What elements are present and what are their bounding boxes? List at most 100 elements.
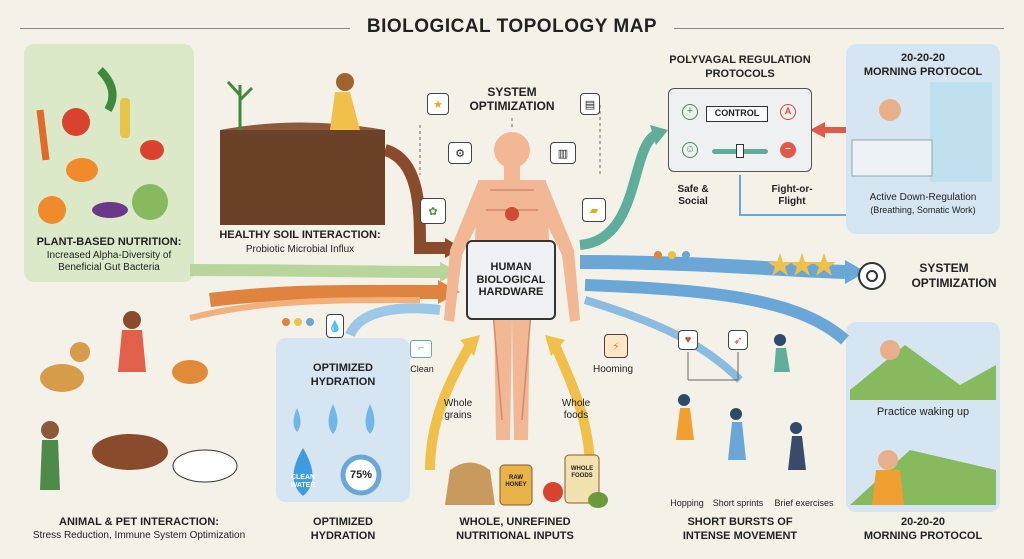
hooming-label: Hooming (592, 364, 634, 375)
grains-arrowhead (460, 335, 480, 356)
progress-dots (282, 251, 690, 326)
soil-illustration (220, 73, 385, 225)
morning-top-title-1: 20-20-20 (900, 52, 946, 64)
honey-line: HONEY (505, 481, 527, 488)
chart-icon: ▥ (550, 142, 576, 164)
polyvagal-title-1: POLYVAGAL REGULATION (669, 54, 811, 66)
morning-bottom-arrow (584, 279, 849, 345)
hardware-line1: HUMAN (490, 261, 532, 274)
hydration-title-2: HYDRATION (310, 376, 376, 388)
document-icon: ▤ (580, 93, 600, 115)
morning-top-desc-1: Active Down-Regulation (869, 192, 977, 203)
system-connectors (419, 105, 601, 175)
safe-label-2: Social (678, 196, 708, 207)
clean-water-line1: CLEAN (290, 474, 316, 481)
raw-line: RAW (509, 475, 523, 481)
rating-stars (768, 253, 836, 276)
water-drop-3 (365, 404, 375, 434)
runner-figures (676, 334, 806, 470)
clean-label: Clean (410, 364, 434, 374)
morning-top-desc-2: (Breathing, Somatic Work) (870, 205, 976, 215)
system-gear-icon (858, 262, 886, 290)
morning-bottom-title-1: 20-20-20 (900, 516, 946, 528)
system-right-arrowhead (845, 260, 866, 284)
polyvagal-feedback (739, 175, 846, 216)
human-hardware-chip: HUMAN BIOLOGICAL HARDWARE (466, 240, 556, 320)
hydration-title-1: OPTIMIZED (313, 362, 373, 374)
animal-arrow (209, 284, 441, 307)
foods-label-2: foods (563, 410, 589, 421)
morning-bottom-illustration (850, 340, 996, 505)
movement-title-2: INTENSE MOVEMENT (682, 530, 798, 542)
plant-arrow (189, 264, 441, 278)
hydration-percent: 75% (349, 469, 373, 481)
soil-desc: Probiotic Microbial Influx (245, 244, 355, 255)
plant-desc-1: Increased Alpha-Diversity of (46, 250, 172, 261)
settings-gear-icon: ⚙ (448, 142, 472, 164)
morning-to-polyvagal-arrowhead (810, 122, 825, 138)
polyvagal-title-2: PROTOCOLS (705, 68, 775, 80)
hopping-label: Hopping (670, 498, 704, 508)
soil-title: HEALTHY SOIL INTERACTION: (219, 229, 381, 241)
raw-honey-label: RAW HONEY (500, 475, 532, 488)
molecule-icon: ✿ (420, 198, 446, 224)
morning-top-title-2: MORNING PROTOCOL (863, 66, 983, 78)
grains-label-1: Whole (443, 398, 473, 409)
plus-icon: + (682, 104, 698, 120)
animal-arrow-thin (189, 297, 421, 321)
jar-line2: FOODS (571, 472, 593, 479)
foods-arrowhead (545, 335, 565, 356)
grains-label-2: grains (444, 410, 472, 421)
grains-arrow (425, 342, 475, 471)
whole-foods-jar-label: WHOLE FOODS (565, 466, 599, 479)
practice-label: Practice waking up (876, 406, 970, 418)
water-drop-1 (293, 408, 301, 432)
foods-arrow (550, 343, 595, 471)
title-rule-left (20, 28, 350, 29)
clean-water-drop (293, 448, 313, 496)
system-top-line1: SYSTEM (487, 85, 537, 99)
system-right-line1: SYSTEM (919, 261, 969, 275)
movement-connectors (687, 352, 739, 381)
sprints-label: Short sprints (712, 498, 764, 508)
plant-title: PLANT-BASED NUTRITION: (36, 236, 182, 248)
animal-title: ANIMAL & PET INTERACTION: (59, 516, 219, 528)
page-title: BIOLOGICAL TOPOLOGY MAP (366, 16, 658, 37)
runner-icon: ⚡ (604, 334, 628, 358)
alert-a-icon: A (780, 104, 796, 120)
folder-icon: ▰ (582, 198, 606, 222)
polyvagal-arrow (579, 130, 659, 250)
soil-arrow (382, 144, 445, 254)
polyvagal-arrowhead (650, 125, 668, 145)
heart-rate-icon: ♥ (678, 330, 698, 350)
animals-illustration (40, 311, 238, 490)
slider-knob (736, 144, 744, 158)
sprint-icon: ➶ (728, 330, 748, 350)
fight-label-1: Fight-or- (771, 184, 813, 195)
title-rule-right (674, 28, 1004, 29)
smile-icon: ☺ (682, 142, 698, 158)
control-label: CONTROL (706, 106, 768, 122)
percent-ring (340, 454, 382, 496)
water-drop-icon: 💧 (326, 314, 344, 338)
plant-desc-2: Beneficial Gut Bacteria (58, 262, 160, 273)
star-icon: ★ (427, 93, 449, 115)
faucet-icon: ⌐ (410, 340, 432, 358)
brief-label: Brief exercises (774, 498, 834, 508)
fight-label-2: Flight (778, 196, 806, 207)
clean-water-line2: WATER (290, 481, 316, 489)
whole-foods-illustration (445, 454, 608, 508)
hydration-bottom-1: OPTIMIZED (313, 516, 373, 528)
whole-title-2: NUTRITIONAL INPUTS (456, 530, 574, 542)
minus-icon: − (780, 142, 796, 158)
morning-bottom-title-2: MORNING PROTOCOL (863, 530, 983, 542)
water-drop-2 (328, 404, 338, 434)
safe-label-1: Safe & (677, 184, 709, 195)
control-panel (668, 88, 812, 172)
hydration-arrow (345, 303, 441, 338)
hardware-line2: BIOLOGICAL (476, 273, 546, 286)
hardware-line3: HARDWARE (478, 286, 544, 299)
vegetable-illustration (36, 67, 168, 224)
movement-title-1: SHORT BURSTS OF (687, 516, 793, 528)
movement-arrow (583, 296, 743, 383)
